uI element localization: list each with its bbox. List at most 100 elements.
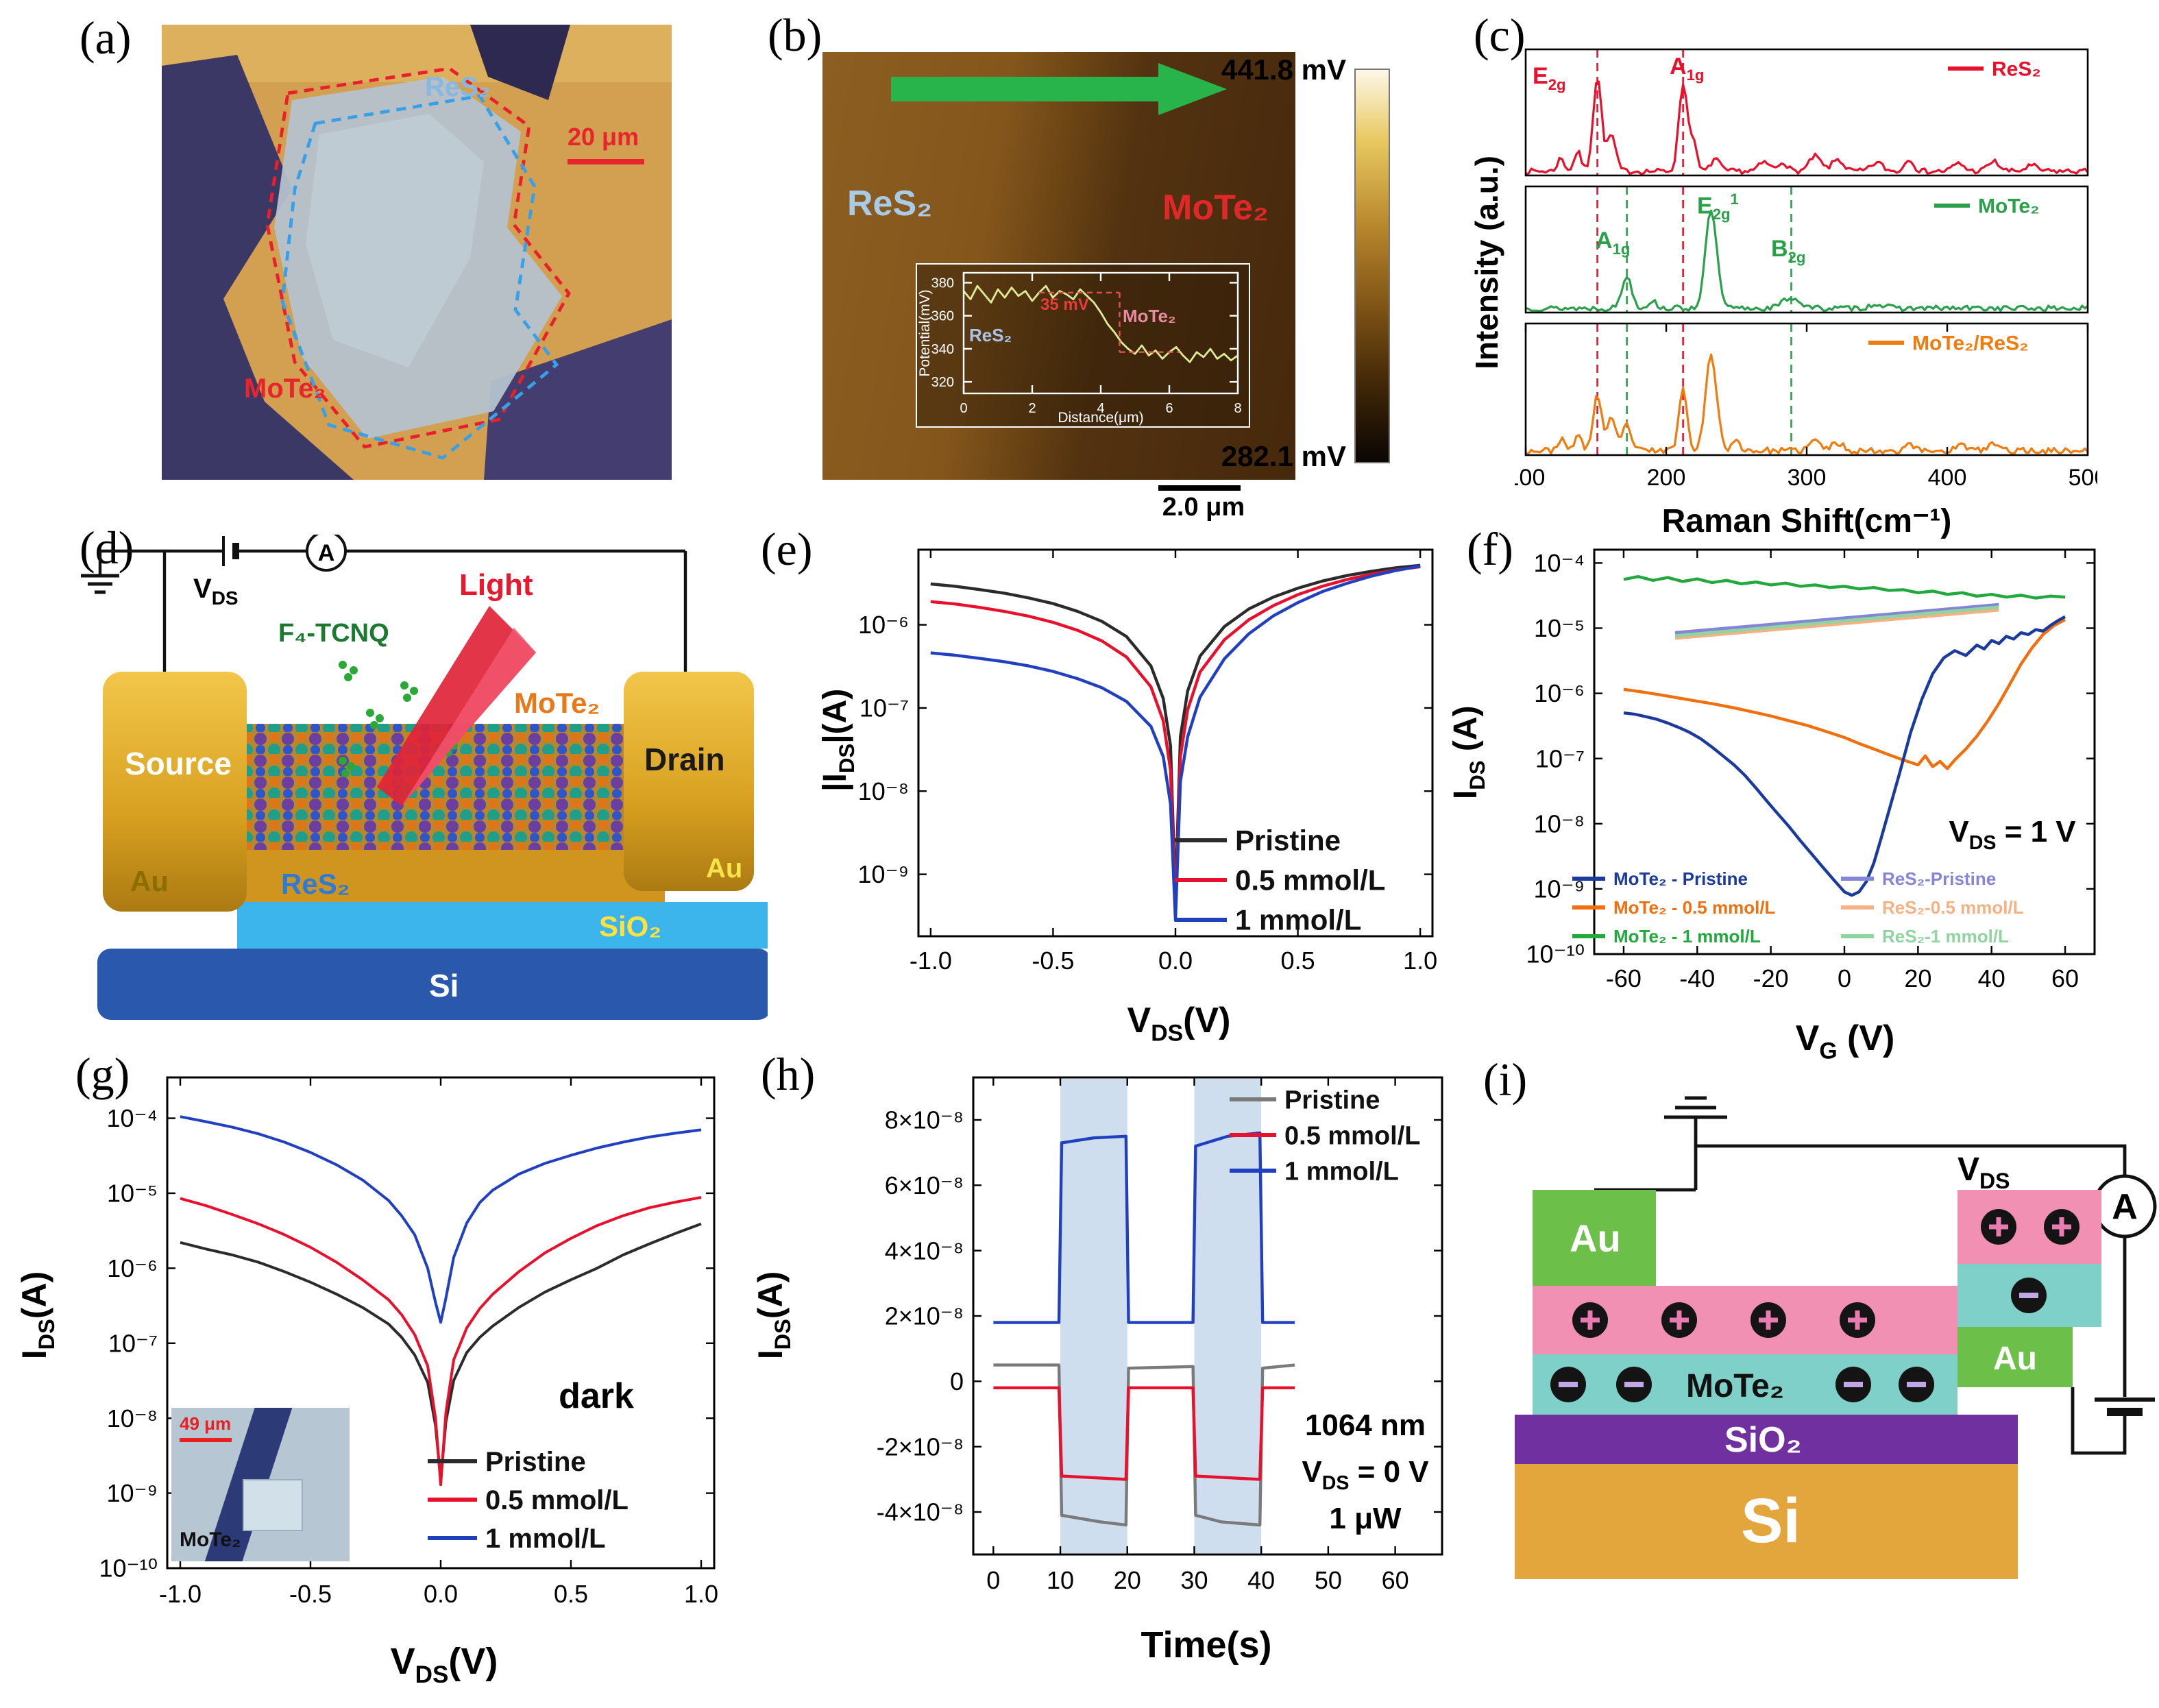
color-scale-bar — [1354, 69, 1390, 463]
legend-label: MoTe₂ - 0.5 mmol/L — [1613, 897, 1776, 918]
bias-annotation: VDS = 0 V — [1302, 1454, 1429, 1495]
au-right-label: Au — [706, 853, 742, 883]
panel-label-f: (f) — [1467, 525, 1513, 576]
y-tick-label: 2×10⁻⁸ — [885, 1302, 964, 1330]
dark-flake-right — [484, 319, 672, 480]
x-tick-label: -1.0 — [910, 947, 952, 975]
ammeter-label: A — [318, 540, 335, 566]
x-tick-label: 8 — [1234, 401, 1241, 416]
data-series-2 — [993, 1131, 1295, 1324]
x-tick-label: 0.5 — [554, 1580, 588, 1608]
x-tick-label: 0 — [960, 401, 967, 416]
inset-mote2-label: MoTe₂ — [180, 1528, 241, 1552]
y-tick-label: 320 — [931, 375, 954, 390]
legend-label: MoTe₂/ReS₂ — [1912, 332, 2028, 355]
flake-inner-region — [306, 114, 484, 367]
panel-label-c: (c) — [1474, 11, 1526, 62]
x-tick-label: 40 — [1978, 964, 2005, 992]
panel-label-d: (d) — [80, 524, 134, 574]
light-pulse-band — [1194, 1079, 1262, 1553]
micrograph-top-band — [162, 25, 672, 82]
legend-label: Pristine — [485, 1447, 586, 1477]
panel-d: (d) — [34, 524, 774, 1045]
f-bias-annotation: VDS = 1 V — [1949, 814, 2076, 855]
ground-symbol — [81, 574, 119, 594]
res2-label: ReS₂ — [425, 72, 491, 102]
x-tick-label: 300 — [1788, 465, 1827, 491]
source-electrode — [103, 672, 247, 912]
power-annotation: 1 μW — [1329, 1501, 1402, 1535]
sio2-label: SiO₂ — [1724, 1420, 1802, 1460]
y-tick-label: 10⁻⁶ — [1534, 679, 1585, 707]
legend-label: 0.5 mmol/L — [1284, 1121, 1421, 1150]
y-tick-label: 6×10⁻⁸ — [885, 1171, 964, 1199]
panel-label-g: (g) — [75, 1050, 130, 1101]
f4tcnq-label: F₄-TCNQ — [278, 619, 389, 648]
y-tick-label: -2×10⁻⁸ — [877, 1432, 964, 1461]
x-tick-label: -20 — [1753, 964, 1789, 992]
data-series-0 — [1525, 80, 2089, 175]
circuit-wires — [98, 549, 687, 672]
plot-frame — [1524, 48, 2089, 177]
y-tick-label: 10⁻¹⁰ — [1526, 940, 1585, 968]
y-tick-label: -4×10⁻⁸ — [877, 1498, 964, 1526]
raman-spectrum-mote2: MoTe₂ — [1524, 185, 2089, 314]
electron-symbols — [1550, 1278, 2047, 1402]
data-series-0 — [993, 1363, 1295, 1527]
legend-label: MoTe₂ - 1 mmol/L — [1613, 926, 1761, 947]
y-tick-label: 360 — [931, 309, 954, 324]
x-tick-label: 2 — [1028, 401, 1036, 416]
light-beam — [377, 606, 536, 806]
y-tick-label: 10⁻⁷ — [859, 694, 909, 722]
x-tick-label: 500 — [2069, 465, 2097, 491]
legend-label: ReS₂-0.5 mmol/L — [1882, 897, 2024, 918]
y-tick-label: 10⁻⁷ — [108, 1329, 158, 1357]
y-tick-label: 4×10⁻⁸ — [885, 1236, 964, 1265]
mote2-layer — [1533, 1354, 1957, 1415]
y-tick-label: 0 — [950, 1367, 964, 1395]
inset-scale-label: 49 μm — [180, 1413, 232, 1434]
legend-label: 1 mmol/L — [1284, 1157, 1399, 1186]
optical-micrograph: ReS₂ MoTe₂ 20 μm — [162, 25, 672, 480]
sio2-layer — [237, 902, 768, 949]
x-tick-label: -1.0 — [159, 1580, 202, 1608]
y-tick-label: 10⁻⁸ — [107, 1404, 158, 1432]
inset-flake — [243, 1479, 303, 1531]
res2-label: ReS₂ — [281, 868, 350, 900]
peak-label-e2g: E2g — [1533, 63, 1566, 94]
x-tick-label: 20 — [1904, 964, 1931, 992]
e-y-axis-label: |IDS|(A) — [817, 688, 859, 792]
raman-spectrum-heterostructure: 100200300400500MoTe₂/ReS₂ — [1515, 322, 2097, 491]
source-label: Source — [125, 746, 232, 781]
x-tick-label: 60 — [2051, 964, 2079, 992]
au-electrode-right — [1957, 1327, 2073, 1387]
x-tick-label: 40 — [1247, 1566, 1275, 1594]
x-tick-label: 200 — [1647, 465, 1686, 491]
y-axis-label: Potential(mV) — [917, 289, 933, 376]
au-right-label: Au — [1993, 1341, 2037, 1377]
legend-label: 0.5 mmol/L — [1235, 864, 1385, 896]
vds-label: VDS — [193, 574, 239, 609]
legend-label: MoTe₂ — [1978, 195, 2039, 218]
f-x-axis-label: VG (V) — [1795, 1017, 1895, 1064]
x-tick-label: 60 — [1382, 1566, 1409, 1594]
x-tick-label: 0 — [1838, 964, 1851, 992]
x-tick-label: -0.5 — [289, 1580, 332, 1608]
x-tick-label: 1.0 — [1403, 947, 1437, 975]
y-tick-label: 10⁻⁸ — [1534, 809, 1585, 838]
au-electrode-left — [1533, 1190, 1656, 1286]
wavelength-annotation: 1064 nm — [1304, 1408, 1426, 1442]
legend-label: ReS₂ — [1992, 58, 2041, 81]
mote2-photo-inset: 49 μm MoTe₂ — [171, 1408, 350, 1561]
si-substrate — [97, 949, 768, 1020]
data-series-0 — [962, 284, 1239, 363]
x-tick-label: -60 — [1606, 964, 1642, 992]
kpfm-scale-bar — [1158, 485, 1241, 491]
